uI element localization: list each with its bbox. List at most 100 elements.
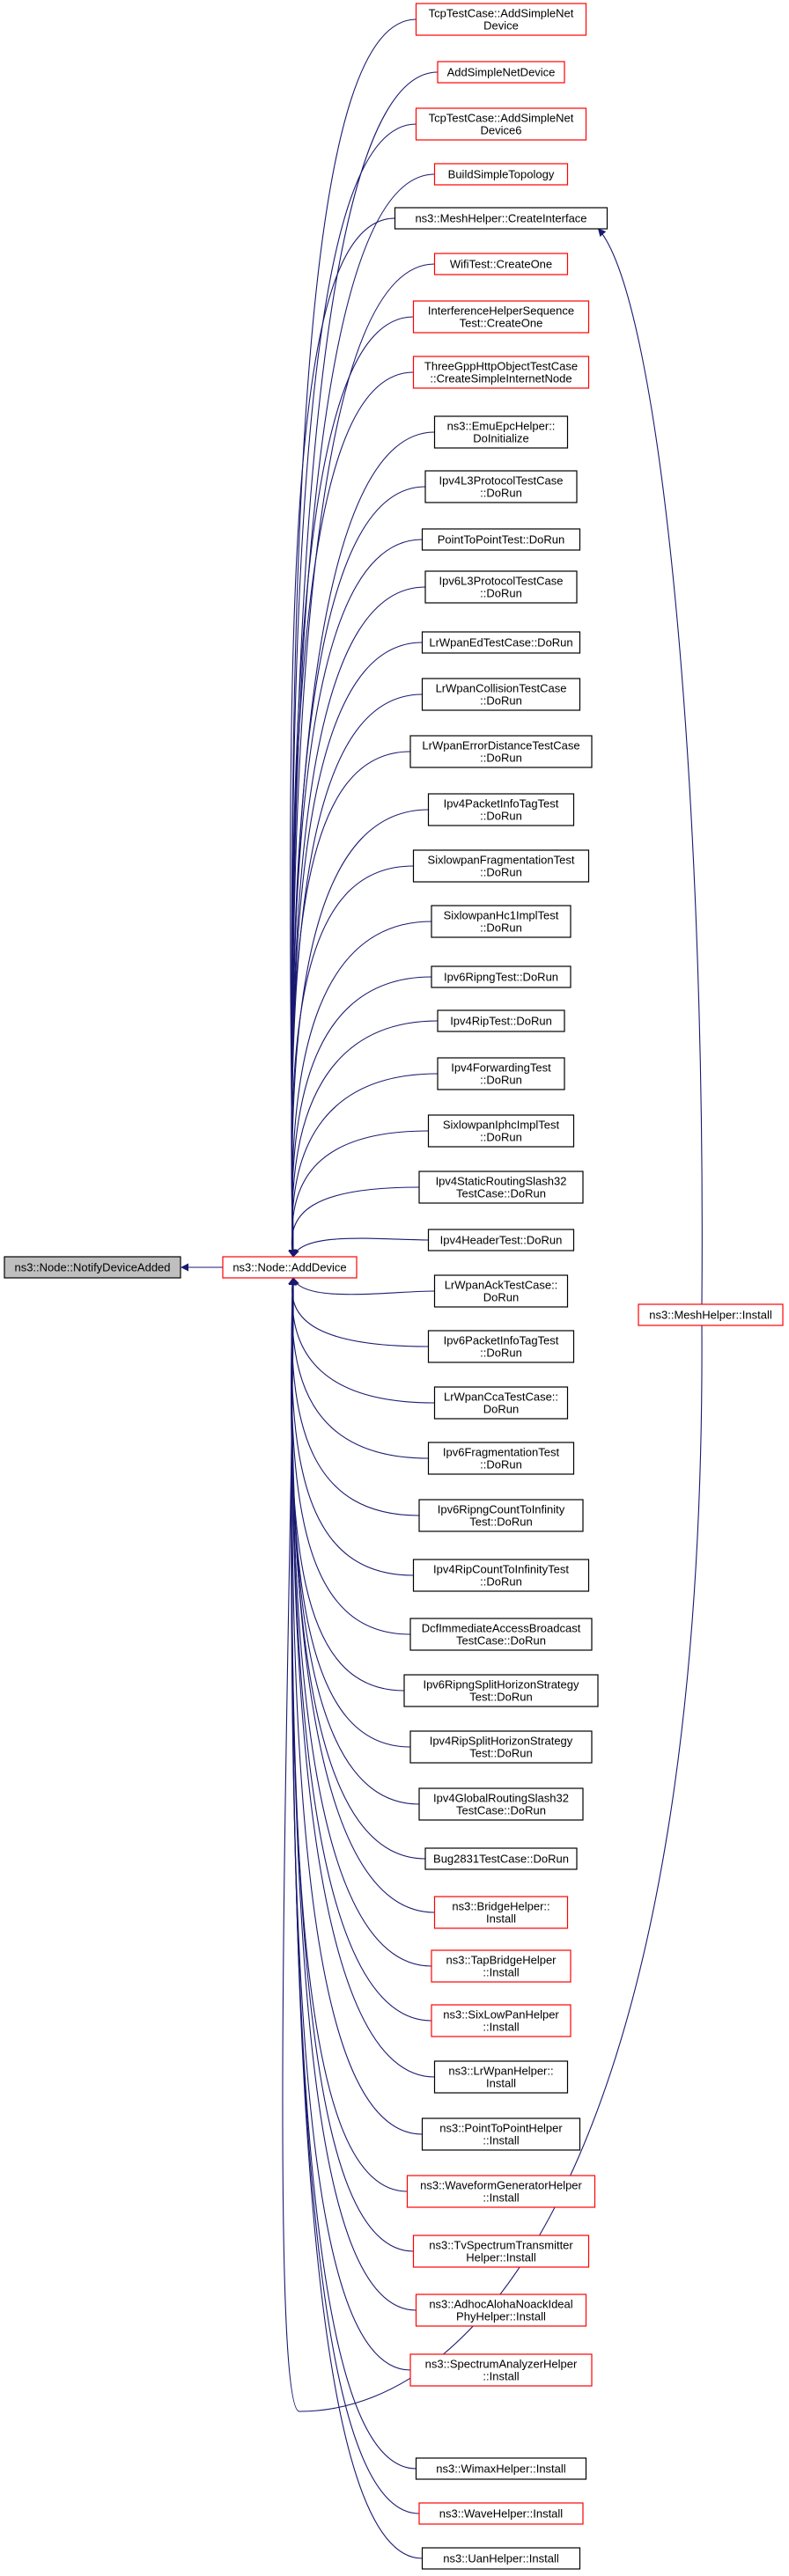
node-caller-box <box>409 2353 593 2387</box>
node-caller-box <box>418 1787 584 1821</box>
node-caller[interactable]: Ipv4PacketInfoTagTest::DoRun <box>427 793 575 826</box>
node-center[interactable]: ns3::Node::AddDevice <box>222 1256 358 1279</box>
node-caller-label-line: ns3::SpectrumAnalyzerHelper <box>425 2358 578 2371</box>
node-caller-label-line: Ipv6PacketInfoTagTest <box>444 1334 559 1347</box>
node-caller-label-line: Install <box>486 2077 516 2090</box>
node-caller[interactable]: Ipv4ForwardingTest::DoRun <box>437 1057 565 1090</box>
node-caller[interactable]: Bug2831TestCase::DoRun <box>424 1847 578 1870</box>
node-caller[interactable]: Ipv4RipCountToInfinityTest::DoRun <box>412 1559 590 1592</box>
node-caller[interactable]: ThreeGppHttpObjectTestCase::CreateSimple… <box>412 356 590 389</box>
node-caller-label-line: LrWpanAckTestCase:: <box>445 1279 558 1292</box>
edge-caller-to-center <box>289 539 423 1258</box>
node-caller-box <box>409 1618 593 1651</box>
node-caller[interactable]: ns3::WaveformGeneratorHelper::Install <box>406 2175 596 2208</box>
node-caller[interactable]: Ipv6PacketInfoTagTest::DoRun <box>427 1330 575 1363</box>
node-caller[interactable]: Ipv4RipTest::DoRun <box>437 1009 565 1032</box>
node-caller-label-line: DoInitialize <box>473 432 529 445</box>
node-caller-label-line: ns3::WaveformGeneratorHelper <box>420 2179 582 2192</box>
edge-caller-to-center <box>289 1277 408 2192</box>
node-caller-label-line: TcpTestCase::AddSimpleNet <box>429 7 574 20</box>
node-root-box <box>4 1256 181 1279</box>
node-caller[interactable]: ns3::AdhocAlohaNoackIdealPhyHelper::Inst… <box>415 2293 587 2327</box>
node-caller-label-line: Device6 <box>481 124 522 137</box>
node-caller[interactable]: DcfImmediateAccessBroadcastTestCase::DoR… <box>409 1618 593 1651</box>
node-caller-box <box>409 735 593 768</box>
node-caller[interactable]: TcpTestCase::AddSimpleNetDevice <box>415 3 587 36</box>
node-caller-box <box>415 2457 587 2480</box>
node-caller[interactable]: ns3::PointToPointHelper::Install <box>421 2117 581 2151</box>
node-caller[interactable]: Ipv4HeaderTest::DoRun <box>427 1229 575 1251</box>
node-caller-box <box>427 1442 575 1475</box>
nodes-layer: ns3::Node::NotifyDeviceAdded ns3::Node::A… <box>4 3 784 2570</box>
node-caller-label-line: Ipv4GlobalRoutingSlash32 <box>433 1792 569 1805</box>
edge-caller-to-center <box>289 263 435 1258</box>
edge-caller-to-center <box>289 751 411 1258</box>
node-caller-label-line: ns3::EmuEpcHelper:: <box>447 420 556 433</box>
node-caller[interactable]: SixlowpanFragmentationTest::DoRun <box>412 849 590 883</box>
node-caller-label-line: ns3::MeshHelper::CreateInterface <box>415 212 586 225</box>
node-caller[interactable]: BuildSimpleTopology <box>433 163 569 186</box>
node-caller-box <box>433 163 569 186</box>
node-caller-box <box>427 1114 575 1148</box>
node-caller[interactable]: Ipv6RipngTest::DoRun <box>431 965 571 988</box>
node-caller[interactable]: ns3::MeshHelper::CreateInterface <box>394 207 608 230</box>
node-caller[interactable]: ns3::BridgeHelper::Install <box>433 1896 569 1929</box>
node-caller-box <box>412 300 590 334</box>
node-caller-label-line: TestCase::DoRun <box>456 1187 546 1200</box>
edge-caller-to-center <box>289 1277 414 1576</box>
node-caller-label-line: ns3::AdhocAlohaNoackIdeal <box>429 2298 572 2311</box>
node-caller[interactable]: PointToPointTest::DoRun <box>421 528 581 551</box>
node-caller[interactable]: ns3::WaveHelper::Install <box>418 2502 584 2525</box>
edge-caller-to-center <box>289 1277 420 1516</box>
node-caller[interactable]: WifiTest::CreateOne <box>433 253 569 275</box>
node-caller-box <box>437 61 565 84</box>
node-caller[interactable]: AddSimpleNetDevice <box>437 61 565 84</box>
node-caller[interactable]: ns3::SixLowPanHelper::Install <box>431 2004 571 2037</box>
node-caller-box <box>424 470 578 503</box>
node-mesh-install-box <box>638 1303 784 1326</box>
node-caller-label-line: PhyHelper::Install <box>456 2310 546 2323</box>
node-caller[interactable]: ns3::TapBridgeHelper::Install <box>431 1949 571 1983</box>
node-caller[interactable]: Ipv6L3ProtocolTestCase::DoRun <box>424 570 578 604</box>
edge-caller-to-center <box>288 1073 439 1258</box>
node-caller-box <box>437 1009 565 1032</box>
node-caller[interactable]: SixlowpanHc1ImplTest::DoRun <box>431 905 571 938</box>
node-root[interactable]: ns3::Node::NotifyDeviceAdded <box>4 1256 181 1279</box>
node-caller[interactable]: InterferenceHelperSequenceTest::CreateOn… <box>412 300 590 334</box>
node-caller-label-line: SixlowpanHc1ImplTest <box>444 909 559 922</box>
node-caller[interactable]: ns3::EmuEpcHelper::DoInitialize <box>433 415 569 449</box>
node-caller-label-line: TestCase::DoRun <box>456 1804 546 1817</box>
node-caller[interactable]: SixlowpanIphcImplTest::DoRun <box>427 1114 575 1148</box>
node-caller-label-line: ::DoRun <box>480 752 522 765</box>
node-caller[interactable]: LrWpanErrorDistanceTestCase::DoRun <box>409 735 593 768</box>
node-caller[interactable]: ns3::SpectrumAnalyzerHelper::Install <box>409 2353 593 2387</box>
node-mesh-install[interactable]: ns3::MeshHelper::Install <box>638 1303 784 1326</box>
edge-caller-to-center <box>289 865 414 1258</box>
node-caller-label-line: InterferenceHelperSequence <box>428 305 574 318</box>
node-caller[interactable]: LrWpanCollisionTestCase::DoRun <box>421 678 581 711</box>
node-caller[interactable]: Ipv4L3ProtocolTestCase::DoRun <box>424 470 578 503</box>
node-caller-box <box>421 631 581 654</box>
node-caller[interactable]: ns3::TvSpectrumTransmitterHelper::Instal… <box>412 2235 590 2268</box>
node-caller[interactable]: Ipv6FragmentationTest::DoRun <box>427 1442 575 1475</box>
node-caller[interactable]: LrWpanAckTestCase::DoRun <box>433 1274 569 1308</box>
node-caller-box <box>433 2060 569 2094</box>
node-caller[interactable]: ns3::WimaxHelper::Install <box>415 2457 587 2480</box>
node-caller-label-line: Helper::Install <box>466 2251 536 2264</box>
node-caller-box <box>412 849 590 883</box>
node-caller[interactable]: ns3::UanHelper::Install <box>421 2547 581 2570</box>
edge-caller-to-center <box>289 486 426 1258</box>
node-caller-box <box>415 3 587 36</box>
node-caller-label-line: AddSimpleNetDevice <box>447 66 556 79</box>
node-root-label-line: ns3::Node::NotifyDeviceAdded <box>14 1261 170 1274</box>
node-caller-box <box>433 415 569 449</box>
node-caller[interactable]: ns3::LrWpanHelper::Install <box>433 2060 569 2094</box>
node-caller[interactable]: LrWpanEdTestCase::DoRun <box>421 631 581 654</box>
node-caller[interactable]: LrWpanCcaTestCase::DoRun <box>433 1386 569 1420</box>
